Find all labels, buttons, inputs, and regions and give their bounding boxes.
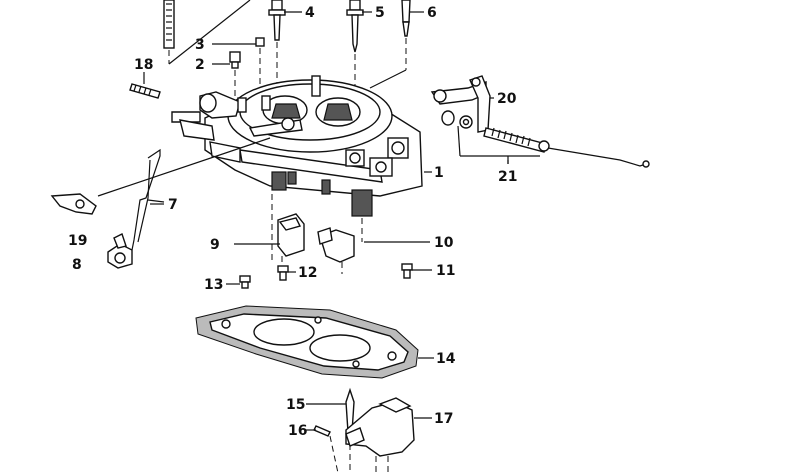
ball-joint-8 bbox=[107, 233, 133, 269]
screw-6 bbox=[369, 0, 411, 89]
label-14: 14 bbox=[436, 351, 456, 367]
screw-4 bbox=[268, 0, 286, 90]
connector-rod-7 bbox=[131, 148, 165, 251]
gasket-14 bbox=[195, 305, 419, 379]
screw-11 bbox=[401, 263, 413, 279]
cable-assembly-21 bbox=[441, 110, 650, 168]
label-2: 2 bbox=[195, 57, 205, 73]
label-5: 5 bbox=[375, 5, 385, 21]
leader-lines bbox=[143, 11, 509, 431]
label-16: 16 bbox=[288, 423, 307, 439]
spring-pin-18 bbox=[129, 83, 161, 99]
float-17 bbox=[345, 397, 415, 473]
label-20: 20 bbox=[497, 91, 517, 107]
label-8: 8 bbox=[72, 257, 82, 273]
label-17: 17 bbox=[434, 411, 453, 427]
label-15: 15 bbox=[286, 397, 305, 413]
screw-13 bbox=[239, 275, 251, 289]
label-1: 1 bbox=[434, 165, 444, 181]
label-10: 10 bbox=[434, 235, 454, 251]
label-3: 3 bbox=[195, 37, 205, 53]
label-19: 19 bbox=[68, 233, 87, 249]
label-6: 6 bbox=[427, 5, 437, 21]
screw-5 bbox=[346, 0, 364, 88]
label-7: 7 bbox=[168, 197, 178, 213]
label-12: 12 bbox=[298, 265, 317, 281]
lever-19 bbox=[50, 137, 271, 215]
pin-16 bbox=[313, 425, 339, 473]
screw-2 bbox=[229, 51, 241, 104]
label-9: 9 bbox=[210, 237, 220, 253]
bushing-10 bbox=[317, 218, 363, 274]
label-21: 21 bbox=[498, 169, 517, 185]
carburettor-body bbox=[171, 75, 423, 217]
label-13: 13 bbox=[204, 277, 223, 293]
label-11: 11 bbox=[436, 263, 455, 279]
screw-12 bbox=[277, 265, 289, 281]
top-rod bbox=[163, 0, 251, 65]
bushing-9 bbox=[271, 194, 305, 272]
throttle-lever-20 bbox=[430, 75, 491, 133]
label-4: 4 bbox=[305, 5, 315, 21]
label-18: 18 bbox=[134, 57, 153, 73]
part-labels: 1 2 3 4 5 6 7 8 9 10 11 12 13 14 15 16 1… bbox=[68, 5, 517, 439]
